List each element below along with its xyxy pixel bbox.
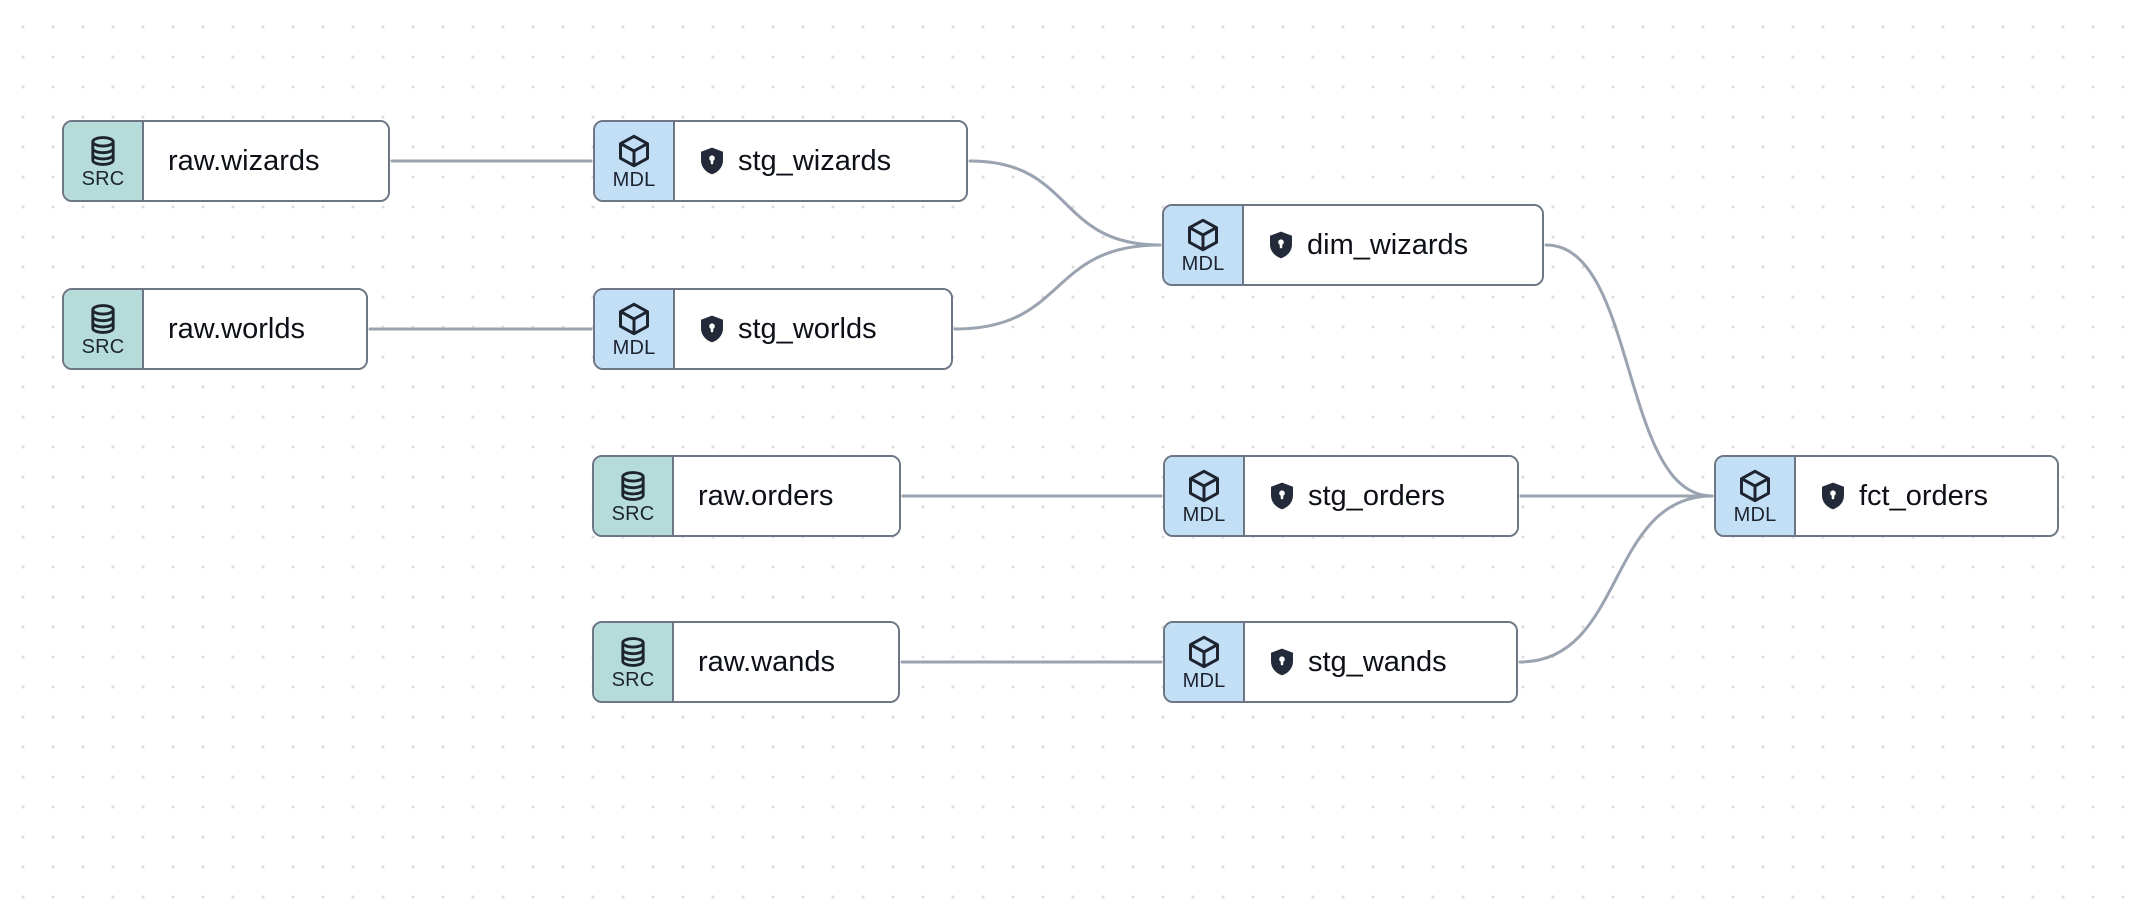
badge-label: SRC bbox=[611, 668, 655, 691]
node-stg_worlds[interactable]: MDL stg_worlds bbox=[593, 288, 953, 370]
node-badge-mdl: MDL bbox=[1164, 206, 1244, 284]
node-body: fct_orders bbox=[1796, 457, 2057, 535]
node-label: stg_worlds bbox=[738, 312, 877, 345]
node-label: raw.orders bbox=[698, 479, 834, 512]
badge-label: MDL bbox=[612, 336, 656, 359]
node-label: stg_wands bbox=[1308, 645, 1447, 678]
shield-lock-icon bbox=[699, 147, 725, 175]
node-badge-mdl: MDL bbox=[595, 122, 675, 200]
badge-label: MDL bbox=[1182, 669, 1226, 692]
node-badge-mdl: MDL bbox=[595, 290, 675, 368]
shield-lock-icon bbox=[699, 315, 725, 343]
node-badge-src: SRC bbox=[594, 457, 674, 535]
cube-icon bbox=[1186, 634, 1222, 670]
shield-lock-icon bbox=[1269, 482, 1295, 510]
node-badge-mdl: MDL bbox=[1716, 457, 1796, 535]
node-raw_wizards[interactable]: SRC raw.wizards bbox=[62, 120, 390, 202]
node-label: raw.worlds bbox=[168, 312, 305, 345]
node-body: stg_orders bbox=[1245, 457, 1517, 535]
node-dim_wizards[interactable]: MDL dim_wizards bbox=[1162, 204, 1544, 286]
cube-icon bbox=[616, 133, 652, 169]
node-label: fct_orders bbox=[1859, 479, 1988, 512]
node-body: raw.wands bbox=[674, 623, 898, 701]
node-badge-src: SRC bbox=[64, 122, 144, 200]
node-badge-mdl: MDL bbox=[1165, 457, 1245, 535]
node-fct_orders[interactable]: MDL fct_orders bbox=[1714, 455, 2059, 537]
cube-icon bbox=[1737, 468, 1773, 504]
node-badge-src: SRC bbox=[594, 623, 674, 701]
node-body: stg_wands bbox=[1245, 623, 1516, 701]
node-badge-mdl: MDL bbox=[1165, 623, 1245, 701]
node-stg_orders[interactable]: MDL stg_orders bbox=[1163, 455, 1519, 537]
edge-stg_wizards-to-dim_wizards bbox=[968, 159, 1162, 247]
database-icon bbox=[616, 469, 650, 503]
database-icon bbox=[616, 635, 650, 669]
node-label: raw.wands bbox=[698, 645, 836, 678]
cube-icon bbox=[1185, 217, 1221, 253]
node-stg_wizards[interactable]: MDL stg_wizards bbox=[593, 120, 968, 202]
edge-dim_wizards-to-fct_orders bbox=[1544, 243, 1714, 498]
edge-stg_worlds-to-dim_wizards bbox=[953, 243, 1162, 331]
edge-stg_wands-to-fct_orders bbox=[1518, 494, 1714, 664]
badge-label: MDL bbox=[1181, 252, 1225, 275]
node-label: stg_orders bbox=[1308, 479, 1446, 512]
database-icon bbox=[86, 134, 120, 168]
node-stg_wands[interactable]: MDL stg_wands bbox=[1163, 621, 1518, 703]
node-label: dim_wizards bbox=[1307, 228, 1469, 261]
node-body: dim_wizards bbox=[1244, 206, 1542, 284]
badge-label: SRC bbox=[81, 167, 125, 190]
node-label: stg_wizards bbox=[738, 144, 892, 177]
node-body: stg_wizards bbox=[675, 122, 966, 200]
badge-label: SRC bbox=[81, 335, 125, 358]
node-raw_worlds[interactable]: SRC raw.worlds bbox=[62, 288, 368, 370]
node-body: stg_worlds bbox=[675, 290, 951, 368]
node-label: raw.wizards bbox=[168, 144, 320, 177]
cube-icon bbox=[1186, 468, 1222, 504]
shield-lock-icon bbox=[1268, 231, 1294, 259]
badge-label: MDL bbox=[1182, 503, 1226, 526]
badge-label: MDL bbox=[612, 168, 656, 191]
node-badge-src: SRC bbox=[64, 290, 144, 368]
node-body: raw.orders bbox=[674, 457, 899, 535]
node-body: raw.worlds bbox=[144, 290, 366, 368]
node-body: raw.wizards bbox=[144, 122, 388, 200]
node-raw_wands[interactable]: SRC raw.wands bbox=[592, 621, 900, 703]
badge-label: SRC bbox=[611, 502, 655, 525]
badge-label: MDL bbox=[1733, 503, 1777, 526]
database-icon bbox=[86, 302, 120, 336]
shield-lock-icon bbox=[1820, 482, 1846, 510]
node-raw_orders[interactable]: SRC raw.orders bbox=[592, 455, 901, 537]
cube-icon bbox=[616, 301, 652, 337]
shield-lock-icon bbox=[1269, 648, 1295, 676]
